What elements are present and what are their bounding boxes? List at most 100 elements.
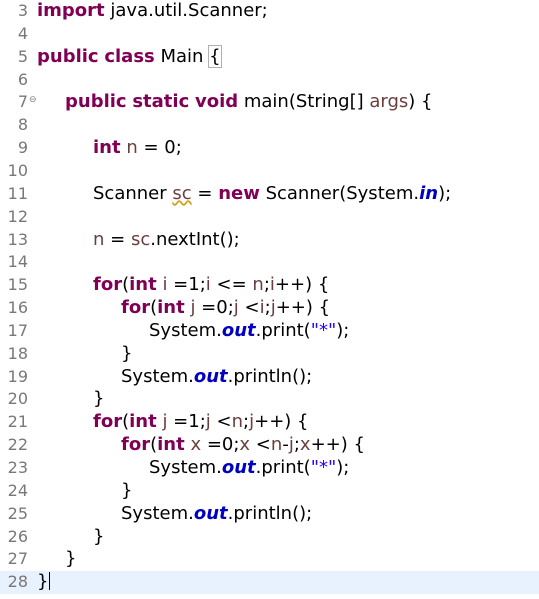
token-kw: new bbox=[218, 182, 260, 204]
token-var: x bbox=[239, 434, 251, 456]
code-text[interactable]: public class Main { bbox=[37, 44, 222, 69]
line-number: 28 bbox=[7, 572, 28, 592]
token-var: n bbox=[231, 411, 244, 433]
line-number: 5 bbox=[17, 46, 28, 66]
token: } bbox=[93, 388, 105, 410]
code-line-9[interactable]: 9 int n = 0; bbox=[0, 137, 539, 160]
line-number: 22 bbox=[7, 435, 28, 455]
token: } bbox=[37, 571, 49, 593]
code-line-19[interactable]: 19 System.out.println(); bbox=[0, 366, 539, 389]
code-line-20[interactable]: 20} bbox=[0, 388, 539, 411]
code-line-4[interactable]: 4 bbox=[0, 23, 539, 46]
token: ( bbox=[150, 297, 158, 319]
token: main(String[] bbox=[238, 91, 370, 113]
code-text[interactable]: } bbox=[93, 388, 104, 411]
code-line-24[interactable]: 24} bbox=[0, 480, 539, 503]
code-line-28[interactable]: 28} bbox=[0, 571, 539, 595]
line-number: 18 bbox=[7, 343, 28, 363]
token: .println(); bbox=[227, 502, 313, 524]
token-kw: public bbox=[65, 91, 127, 113]
token: ; bbox=[264, 297, 271, 319]
code-line-26[interactable]: 26} bbox=[0, 526, 539, 549]
code-text[interactable]: Scanner sc = new Scanner(System.in); bbox=[93, 183, 451, 206]
code-text[interactable]: } bbox=[65, 548, 76, 571]
code-line-7[interactable]: 7⊖ public static void main(String[] args)… bbox=[0, 91, 539, 114]
token: < bbox=[250, 434, 271, 456]
token-fld: out bbox=[221, 457, 256, 478]
token-var: x bbox=[299, 434, 311, 456]
token: System. bbox=[149, 319, 222, 341]
code-line-8[interactable]: 8 bbox=[0, 114, 539, 137]
token-kw: void bbox=[194, 91, 239, 113]
code-line-13[interactable]: 13 n = sc.nextInt(); bbox=[0, 229, 539, 252]
code-line-5[interactable]: 5 public class Main { bbox=[0, 44, 539, 69]
token: = bbox=[191, 182, 219, 204]
code-text[interactable]: } bbox=[37, 571, 51, 594]
code-text[interactable]: } bbox=[121, 343, 132, 366]
code-line-12[interactable]: 12 bbox=[0, 206, 539, 229]
code-text[interactable]: n = sc.nextInt(); bbox=[93, 229, 240, 252]
code-text[interactable]: System.out.print("*"); bbox=[149, 457, 349, 480]
fold-toggle-icon[interactable]: ⊖ bbox=[29, 95, 37, 106]
code-text[interactable]: } bbox=[93, 526, 104, 549]
token-kw: import bbox=[37, 0, 105, 21]
line-number: 7 bbox=[17, 92, 28, 112]
token: ; bbox=[263, 274, 270, 296]
code-line-14[interactable]: 14 bbox=[0, 251, 539, 274]
token-kw: int bbox=[157, 297, 185, 319]
line-number: 24 bbox=[7, 480, 28, 500]
code-line-10[interactable]: 10 bbox=[0, 160, 539, 183]
line-number: 16 bbox=[7, 298, 28, 318]
token: .nextInt(); bbox=[150, 228, 240, 250]
token: } bbox=[65, 548, 77, 570]
code-line-18[interactable]: 18} bbox=[0, 343, 539, 366]
token: =0; bbox=[201, 434, 240, 456]
line-number: 15 bbox=[7, 275, 28, 295]
code-text[interactable]: for(int x =0;x <n-j;x++) { bbox=[121, 434, 365, 457]
code-line-22[interactable]: 22 for(int x =0;x <n-j;x++) { bbox=[0, 434, 539, 457]
token-str: "*" bbox=[310, 457, 337, 478]
token: ++) { bbox=[254, 411, 309, 433]
code-line-25[interactable]: 25 System.out.println(); bbox=[0, 503, 539, 526]
line-number: 13 bbox=[7, 229, 28, 249]
code-text[interactable]: for(int j =0;j <i;j++) { bbox=[121, 297, 330, 320]
code-line-27[interactable]: 27} bbox=[0, 548, 539, 571]
code-text[interactable]: for(int j =1;j <n;j++) { bbox=[93, 411, 309, 434]
code-text[interactable]: for(int i =1;i <= n;i++) { bbox=[93, 274, 329, 297]
token-fld: in bbox=[419, 182, 439, 204]
line-number: 9 bbox=[17, 138, 28, 158]
line-number: 25 bbox=[7, 503, 28, 523]
token-var: i bbox=[259, 297, 265, 319]
code-text[interactable]: System.out.println(); bbox=[121, 503, 312, 526]
code-text[interactable]: public static void main(String[] args) { bbox=[65, 91, 432, 114]
line-number: 19 bbox=[7, 366, 28, 386]
token-var: n bbox=[252, 274, 264, 296]
code-line-21[interactable]: 21 for(int j =1;j <n;j++) { bbox=[0, 411, 539, 434]
token: ++) { bbox=[310, 434, 365, 456]
token: ( bbox=[122, 274, 130, 296]
token-var: sc bbox=[130, 228, 151, 250]
code-line-6[interactable]: 6 bbox=[0, 69, 539, 92]
code-text[interactable]: import java.util.Scanner; bbox=[37, 0, 268, 23]
code-text[interactable]: int n = 0; bbox=[93, 137, 182, 160]
code-text[interactable]: } bbox=[121, 480, 132, 503]
token: Main bbox=[154, 45, 210, 67]
line-number: 17 bbox=[7, 320, 28, 340]
token: Scanner(System. bbox=[259, 182, 420, 204]
token-var: j bbox=[162, 411, 168, 433]
code-text[interactable]: System.out.println(); bbox=[121, 366, 312, 389]
token: java.util.Scanner; bbox=[104, 0, 268, 21]
token-var: i bbox=[269, 274, 275, 296]
token: ( bbox=[150, 434, 158, 456]
token-var: j bbox=[249, 411, 255, 433]
code-line-17[interactable]: 17 System.out.print("*"); bbox=[0, 320, 539, 343]
token-fld: out bbox=[193, 502, 228, 524]
code-text[interactable]: System.out.print("*"); bbox=[149, 320, 349, 343]
line-number: 21 bbox=[7, 412, 28, 432]
